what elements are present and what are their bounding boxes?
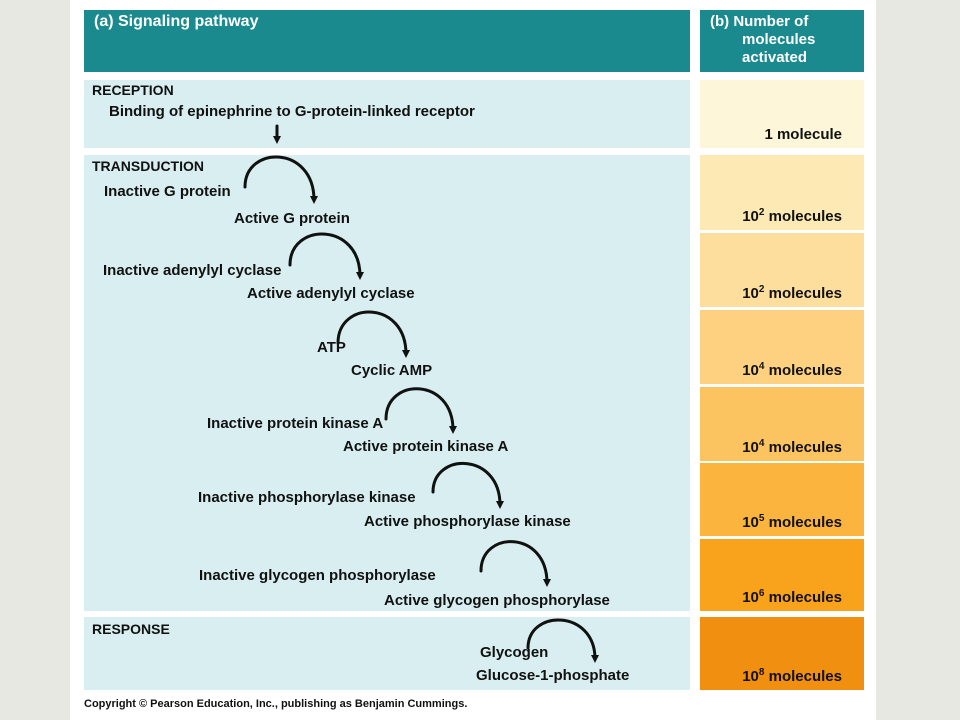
step-active-glycogen-phosphorylase: Active glycogen phosphorylase: [384, 592, 610, 609]
count-7: 106 molecules: [742, 588, 842, 606]
header-right-line-1: (b) Number of: [710, 13, 809, 30]
step-inactive-adenylyl-cyclase: Inactive adenylyl cyclase: [103, 262, 282, 279]
step-glucose-1-phosphate: Glucose-1-phosphate: [476, 667, 630, 684]
step-glycogen: Glycogen: [480, 644, 549, 661]
transduction-panel: [84, 155, 690, 611]
count-2: 102 molecules: [742, 207, 842, 225]
step-active-adenylyl-cyclase: Active adenylyl cyclase: [247, 285, 415, 302]
header-right-line-2: molecules: [742, 31, 816, 48]
step-cyclic-amp: Cyclic AMP: [351, 362, 433, 379]
step-inactive-glycogen-phosphorylase: Inactive glycogen phosphorylase: [199, 567, 436, 584]
step-inactive-protein-kinase-a: Inactive protein kinase A: [207, 415, 384, 432]
count-3: 102 molecules: [742, 284, 842, 302]
header-right-line-3: activated: [742, 49, 808, 66]
step-inactive-phosphorylase-kinase: Inactive phosphorylase kinase: [198, 489, 416, 506]
count-4: 104 molecules: [742, 361, 842, 379]
right-margin: [876, 0, 960, 720]
step-active-g-protein: Active G protein: [234, 210, 350, 227]
count-cell-3: 102 molecules: [700, 233, 864, 307]
reception-panel: [84, 80, 690, 148]
step-inactive-g-protein: Inactive G protein: [104, 183, 231, 200]
count-cell-8: 108 molecules: [700, 617, 864, 690]
count-cell-4: 104 molecules: [700, 310, 864, 384]
count-cell-2: 102 molecules: [700, 155, 864, 230]
count-1: 1 molecule: [764, 126, 842, 143]
count-6: 105 molecules: [742, 513, 842, 531]
count-cell-6: 105 molecules: [700, 463, 864, 536]
header-molecules-activated: (b) Number of molecules activated: [700, 10, 864, 72]
count-cell-5: 104 molecules: [700, 387, 864, 461]
section-response: RESPONSE: [92, 621, 170, 637]
step-binding: Binding of epinephrine to G-protein-link…: [109, 103, 475, 120]
step-active-protein-kinase-a: Active protein kinase A: [343, 438, 509, 455]
left-margin: [0, 0, 70, 720]
step-active-phosphorylase-kinase: Active phosphorylase kinase: [364, 513, 571, 530]
copyright-notice: Copyright © Pearson Education, Inc., pub…: [84, 698, 468, 710]
count-cell-7: 106 molecules: [700, 539, 864, 611]
count-cell-1: 1 molecule: [700, 80, 864, 148]
step-atp: ATP: [317, 339, 346, 356]
count-8: 108 molecules: [742, 667, 842, 685]
section-reception: RECEPTION: [92, 82, 174, 98]
section-transduction: TRANSDUCTION: [92, 158, 204, 174]
header-left-title: (a) Signaling pathway: [94, 13, 259, 30]
header-signaling-pathway: (a) Signaling pathway: [84, 10, 690, 72]
count-5: 104 molecules: [742, 438, 842, 456]
